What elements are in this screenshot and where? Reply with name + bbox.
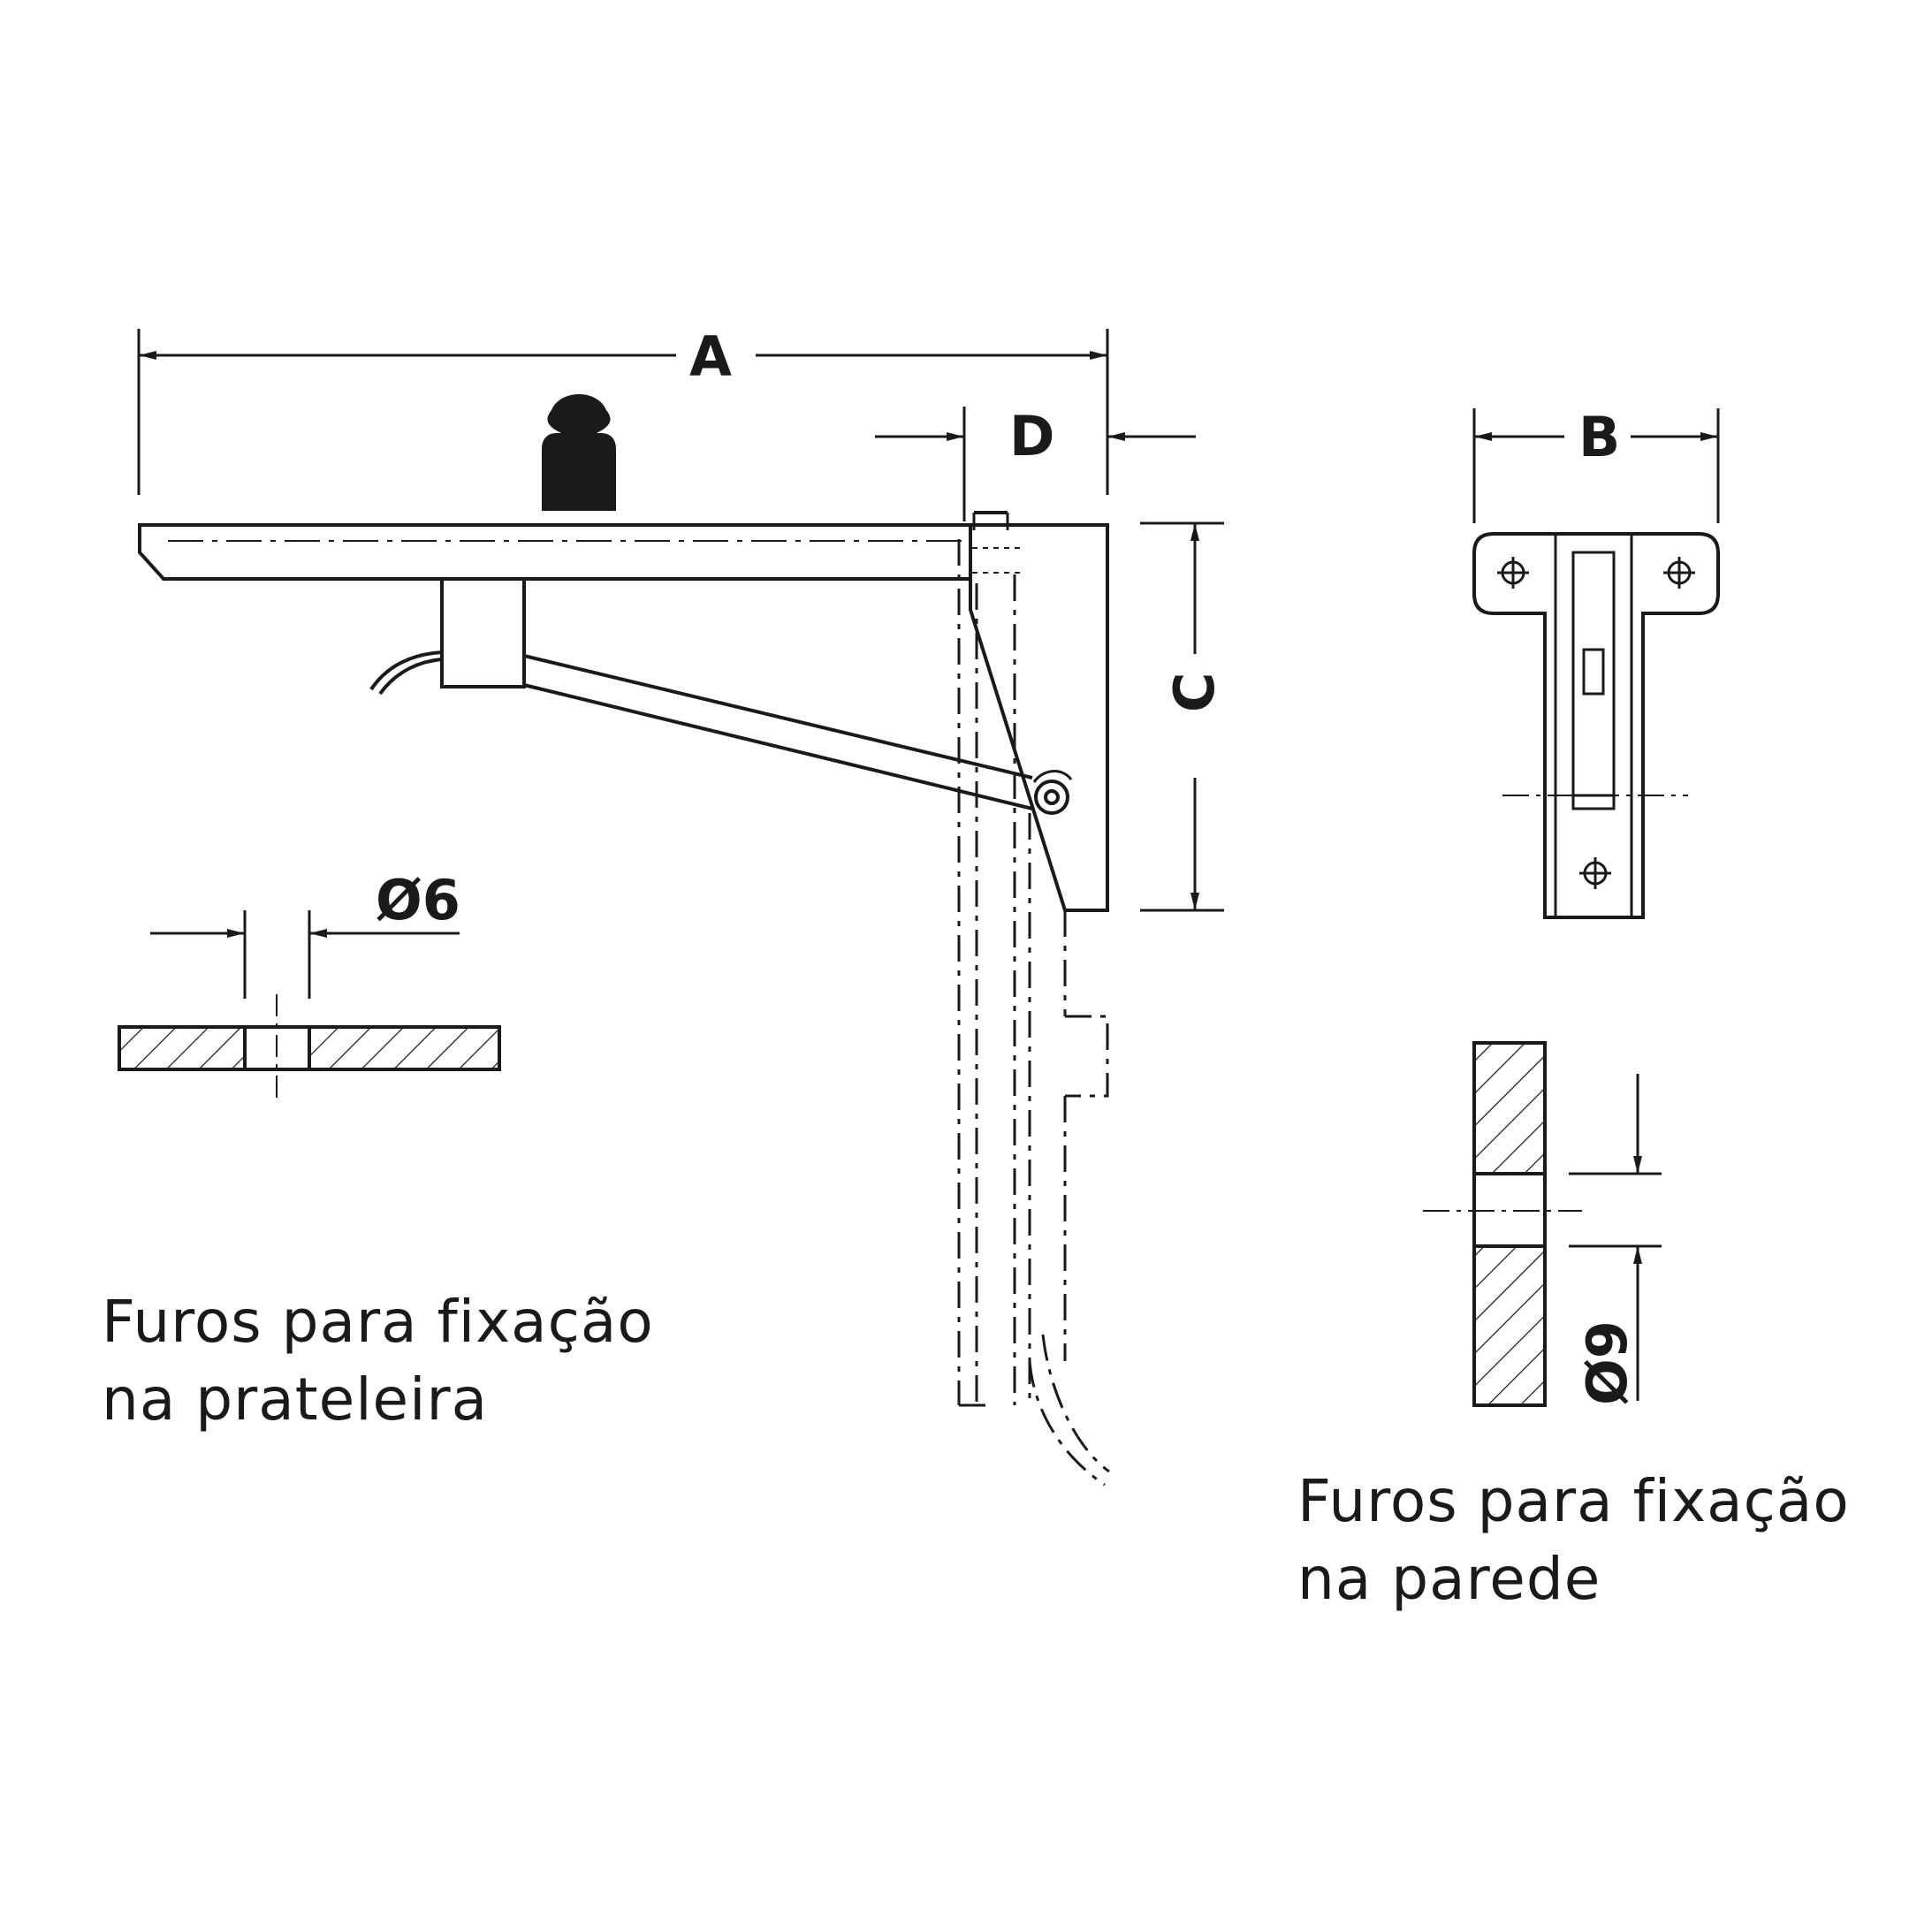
support-block xyxy=(369,577,526,696)
weight-icon xyxy=(542,394,616,511)
shelf-holes-caption: Furos para fixação na prateleira xyxy=(102,1283,654,1439)
dimension-c-label: C xyxy=(1162,672,1227,712)
wall-holes-caption-line2: na parede xyxy=(1297,1545,1601,1613)
hinge-clip xyxy=(972,511,1025,574)
dimension-d xyxy=(875,407,1196,521)
dimension-d-label: D xyxy=(1009,404,1054,468)
wall-holes-caption: Furos para fixação na parede xyxy=(1297,1463,1850,1618)
screw-hole-icon xyxy=(1497,557,1529,589)
shelf-holes-caption-line1: Furos para fixação xyxy=(102,1288,654,1356)
shelf-arm xyxy=(138,523,972,581)
bracket-side-view xyxy=(137,329,1224,1487)
wall-holes-caption-line1: Furos para fixação xyxy=(1297,1467,1850,1535)
shelf-holes-caption-line2: na prateleira xyxy=(102,1365,489,1434)
wall-plate-front xyxy=(1472,532,1720,919)
dimension-a xyxy=(137,329,1109,495)
screw-hole-icon xyxy=(1663,557,1695,589)
shelf-hole-detail xyxy=(118,910,501,1105)
screw-hole-icon xyxy=(1579,857,1611,889)
pivot-icon xyxy=(1032,770,1073,815)
dimension-c xyxy=(1140,521,1224,912)
diagonal-brace xyxy=(523,654,1033,810)
dimension-b-label: B xyxy=(1578,405,1620,469)
dimension-b xyxy=(1472,408,1720,523)
wall-plate xyxy=(969,523,1109,912)
shelf-hole-diameter-label: Ø6 xyxy=(376,868,460,932)
wall-hole-detail xyxy=(1423,1041,1662,1407)
dimension-a-label: A xyxy=(689,324,732,389)
wall-hole-diameter-label: Ø9 xyxy=(1575,1320,1639,1405)
bracket-front-view xyxy=(1472,408,1720,919)
folded-position xyxy=(957,539,1110,1487)
